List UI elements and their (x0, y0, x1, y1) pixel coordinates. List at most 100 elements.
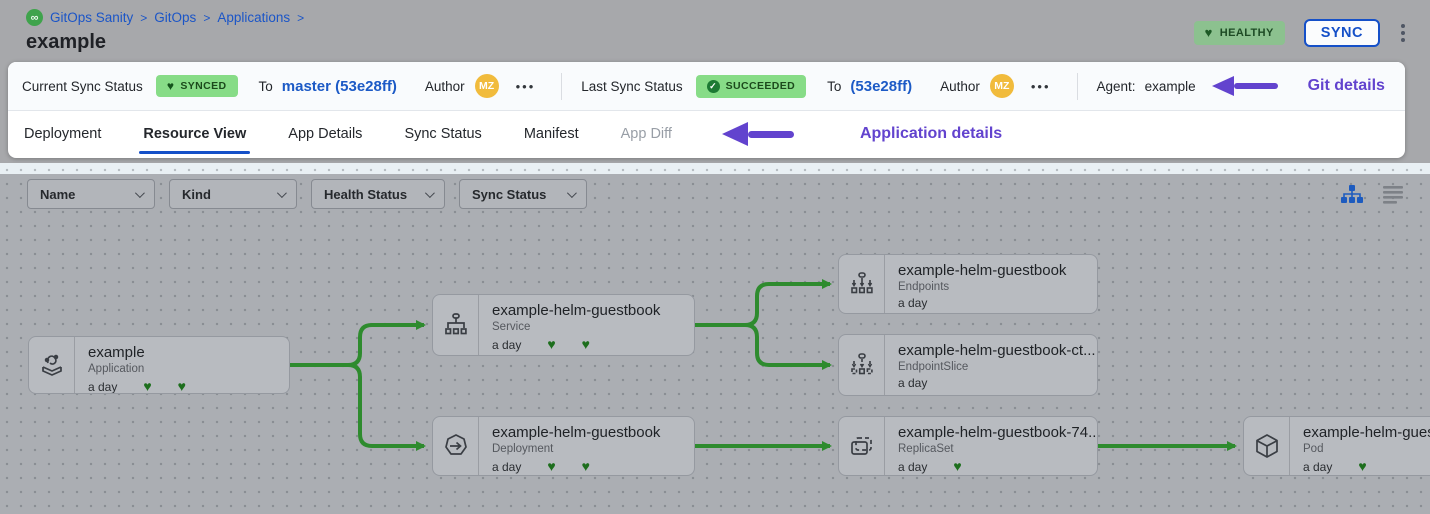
application-panel: Current Sync Status ♥ SYNCED To master (… (8, 62, 1405, 158)
last-sync-more-icon[interactable]: ••• (1030, 78, 1051, 94)
filter-kind-label: Kind (182, 186, 211, 202)
tab-bar: Deployment Resource View App Details Syn… (8, 111, 1405, 157)
node-endpoints-example-helm-guestbook[interactable]: example-helm-guestbook Endpoints a day (838, 254, 1098, 314)
filter-health-status-dropdown[interactable]: Health Status (311, 179, 445, 209)
tab-app-details[interactable]: App Details (288, 126, 363, 142)
node-pod-example-helm-guestbook[interactable]: example-helm-guest Pod a day♥ (1243, 416, 1430, 476)
chevron-down-icon (276, 187, 287, 198)
node-kind: Endpoints (898, 281, 950, 293)
node-endpointslice-example-helm-guestbook[interactable]: example-helm-guestbook-ct... EndpointSli… (838, 334, 1098, 396)
node-name: example-helm-guest (1303, 424, 1430, 441)
resource-graph-canvas: Name Kind Health Status Sync Status (0, 163, 1430, 514)
node-age: a day♥ (1303, 458, 1367, 474)
node-name: example-helm-guestbook (898, 262, 1067, 279)
health-heart-icon: ♥ (177, 378, 186, 393)
heart-icon: ♥ (166, 78, 175, 93)
filter-name-label: Name (40, 186, 76, 202)
endpointslice-icon (839, 335, 885, 395)
tree-view-icon[interactable] (1341, 184, 1363, 204)
current-sync-status-label: Current Sync Status (22, 78, 143, 94)
author-label: Author (424, 78, 465, 94)
to-label: To (258, 78, 273, 94)
more-options-kebab-icon[interactable] (1399, 22, 1407, 44)
health-heart-icon: ♥ (1358, 458, 1367, 474)
tab-sync-status[interactable]: Sync Status (404, 126, 482, 142)
node-kind: ReplicaSet (898, 443, 954, 455)
node-kind: Application (88, 363, 145, 375)
chevron-down-icon (134, 187, 145, 198)
pod-icon (1244, 417, 1290, 475)
current-sync-commit-link[interactable]: master (53e28ff) (281, 77, 397, 95)
service-icon (433, 295, 479, 355)
node-name: example-helm-guestbook (492, 424, 661, 441)
health-status-badge: ♥ HEALTHY (1193, 21, 1285, 45)
health-heart-icon: ♥ (953, 458, 962, 474)
divider (561, 72, 563, 100)
filter-sync-status-label: Sync Status (472, 186, 547, 202)
tab-resource-view[interactable]: Resource View (139, 111, 251, 157)
node-kind: Service (492, 321, 531, 333)
filter-name-dropdown[interactable]: Name (27, 179, 155, 209)
health-heart-icon: ♥ (143, 378, 152, 393)
replicaset-icon (839, 417, 885, 475)
application-icon (29, 337, 75, 393)
application-details-arrow-annotation (721, 122, 794, 146)
agent-label: Agent: (1096, 78, 1136, 94)
health-heart-icon: ♥ (581, 458, 590, 474)
deployment-icon (433, 417, 479, 475)
filter-health-status-label: Health Status (324, 186, 408, 202)
sync-button[interactable]: SYNC (1303, 19, 1380, 47)
node-name: example (88, 344, 145, 361)
resource-graph-edges (290, 279, 1237, 451)
health-heart-icon: ♥ (547, 458, 556, 474)
divider (1076, 72, 1078, 100)
node-name: example-helm-guestbook (492, 302, 661, 319)
breadcrumb-link-gitops-sanity[interactable]: GitOps Sanity (50, 10, 134, 25)
node-age: a day♥♥ (492, 336, 590, 352)
tab-manifest[interactable]: Manifest (523, 126, 579, 142)
breadcrumb-separator: > (140, 10, 148, 25)
succeeded-badge-label: SUCCEEDED (725, 80, 796, 92)
health-heart-icon: ♥ (581, 336, 590, 352)
synced-badge-label: SYNCED (180, 80, 227, 92)
synced-badge: ♥ SYNCED (155, 75, 238, 97)
node-age: a day♥♥ (492, 458, 590, 474)
chevron-down-icon (566, 187, 577, 198)
succeeded-badge: ✓ SUCCEEDED (695, 74, 807, 98)
node-kind: EndpointSlice (898, 361, 969, 373)
tab-app-diff[interactable]: App Diff (620, 126, 672, 142)
node-kind: Deployment (492, 443, 554, 455)
git-details-annotation-text: Git details (1307, 77, 1385, 94)
author-avatar: MZ (474, 74, 499, 98)
last-sync-commit-link[interactable]: (53e28ff) (850, 77, 913, 95)
node-age: a day (898, 376, 928, 390)
last-sync-status-label: Last Sync Status (581, 78, 683, 94)
node-name: example-helm-guestbook-ct... (898, 342, 1096, 359)
check-circle-icon: ✓ (706, 79, 720, 93)
current-sync-more-icon[interactable]: ••• (515, 78, 536, 94)
list-view-icon[interactable] (1383, 184, 1403, 204)
node-deployment-example-helm-guestbook[interactable]: example-helm-guestbook Deployment a day♥… (432, 416, 695, 476)
gitops-logo-icon: ∞ (26, 9, 43, 26)
breadcrumb-link-applications[interactable]: Applications (217, 10, 291, 25)
git-details-arrow-annotation (1211, 76, 1278, 96)
to-label: To (827, 78, 842, 94)
filter-kind-dropdown[interactable]: Kind (169, 179, 297, 209)
breadcrumb-link-gitops[interactable]: GitOps (154, 10, 197, 25)
breadcrumb-separator: > (297, 10, 305, 25)
filter-sync-status-dropdown[interactable]: Sync Status (459, 179, 587, 209)
agent-value: example (1144, 78, 1196, 94)
tab-deployment[interactable]: Deployment (24, 126, 102, 142)
health-heart-icon: ♥ (547, 336, 556, 352)
node-name: example-helm-guestbook-74... (898, 424, 1097, 441)
node-replicaset-example-helm-guestbook[interactable]: example-helm-guestbook-74... ReplicaSet … (838, 416, 1098, 476)
breadcrumb-separator: > (203, 10, 211, 25)
author-avatar: MZ (989, 74, 1014, 98)
endpoints-icon (839, 255, 885, 313)
sync-status-bar: Current Sync Status ♥ SYNCED To master (… (8, 62, 1405, 111)
node-service-example-helm-guestbook[interactable]: example-helm-guestbook Service a day♥♥ (432, 294, 695, 356)
health-badge-label: HEALTHY (1219, 27, 1274, 39)
node-application-example[interactable]: example Application a day♥♥ (28, 336, 290, 394)
heart-icon: ♥ (1204, 25, 1213, 40)
node-age: a day♥ (898, 458, 962, 474)
